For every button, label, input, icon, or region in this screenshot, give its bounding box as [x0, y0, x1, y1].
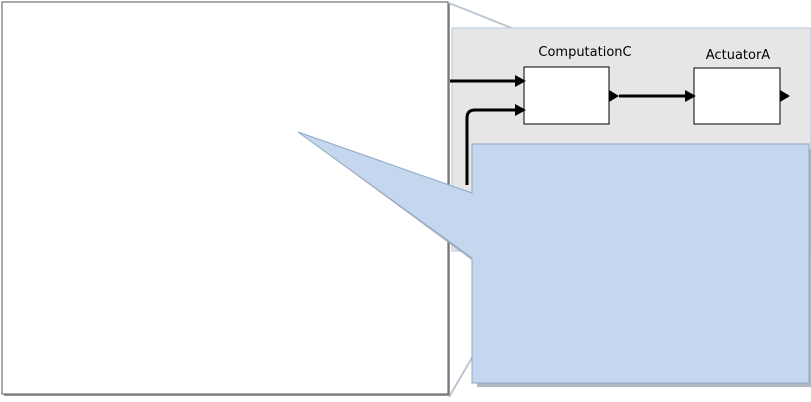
computation-block-label: ComputationC [538, 45, 631, 60]
computation-to-actuator-arrow [685, 90, 696, 102]
computation-output-port [609, 90, 619, 102]
input-signal-arrow-2 [515, 104, 526, 116]
view-canvas [1, 1, 449, 395]
actuator-output-port [780, 90, 790, 102]
input-signal-line-2[interactable] [465, 108, 515, 185]
actuator-block-label: ActuatorA [706, 48, 771, 63]
computation-block[interactable] [523, 66, 610, 125]
callout-bubble [297, 131, 810, 384]
actuator-block[interactable] [693, 67, 781, 125]
input-signal-arrow-1 [515, 75, 526, 87]
